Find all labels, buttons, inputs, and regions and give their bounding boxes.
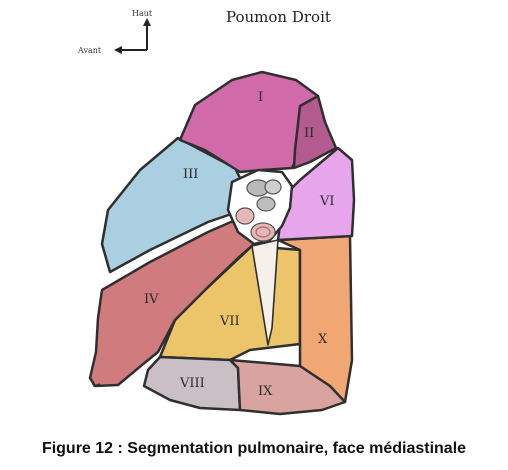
label-IX: IX <box>258 384 273 399</box>
segment-labels: I II III IV VI VII VIII IX X <box>144 90 335 399</box>
label-X: X <box>318 332 328 347</box>
label-VIII: VIII <box>179 376 205 391</box>
segment-II <box>292 94 338 170</box>
label-VI: VI <box>319 194 335 209</box>
diagram-title: Poumon Droit <box>226 8 331 26</box>
label-IV: IV <box>144 292 159 307</box>
orientation-indicator: Haut Avant <box>77 9 153 55</box>
outline-hook <box>89 377 101 387</box>
lung-segments <box>88 70 356 416</box>
up-label: Haut <box>132 9 153 18</box>
figure-caption: Figure 12 : Segmentation pulmonaire, fac… <box>41 440 467 457</box>
label-III: III <box>183 167 198 182</box>
left-label: Avant <box>77 46 102 55</box>
label-I: I <box>258 90 263 105</box>
pulmonary-ligament <box>251 239 279 346</box>
label-II: II <box>304 126 314 141</box>
segment-IV <box>88 216 256 388</box>
hilum-structures <box>235 179 282 242</box>
label-VII: VII <box>219 314 240 329</box>
segment-IX <box>228 358 347 416</box>
